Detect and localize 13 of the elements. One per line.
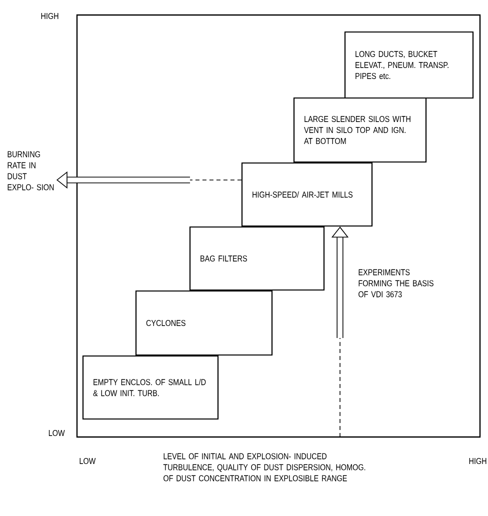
equipment-box: CYCLONES xyxy=(135,290,273,356)
axis-label: LEVEL OF INITIAL AND EXPLOSION- INDUCED TURBULENCE, QUALITY OF DUST DISPERSION, HOMOG. OF DUST CONCENTRATION IN EXPLOSIBLE RANGE xyxy=(163,453,366,482)
equipment-box: LONG DUCTS, BUCKET ELEVAT., PNEUM. TRANSP. PIPES etc. xyxy=(344,31,474,99)
axis-tick-label: LOW xyxy=(48,430,65,436)
equipment-box: BAG FILTERS xyxy=(189,226,325,291)
axis-tick-label: HIGH xyxy=(41,12,58,20)
equipment-box: HIGH-SPEED/ AIR-JET MILLS xyxy=(241,162,373,227)
axis-label: BURNING RATE IN DUST EXPLO- SION xyxy=(8,151,54,190)
equipment-box: LARGE SLENDER SILOS WITH VENT IN SILO TOP AND IGN. AT BOTTOM xyxy=(293,97,427,163)
note-label: EXPERIMENTS FORMING THE BASIS OF VDI 3673 xyxy=(358,269,434,298)
axis-tick-label: LOW xyxy=(80,458,96,464)
axis-tick-label: HIGH xyxy=(469,458,486,464)
equipment-box: EMPTY ENCLOS. OF SMALL L/D & LOW INIT. TURB. xyxy=(82,355,219,420)
